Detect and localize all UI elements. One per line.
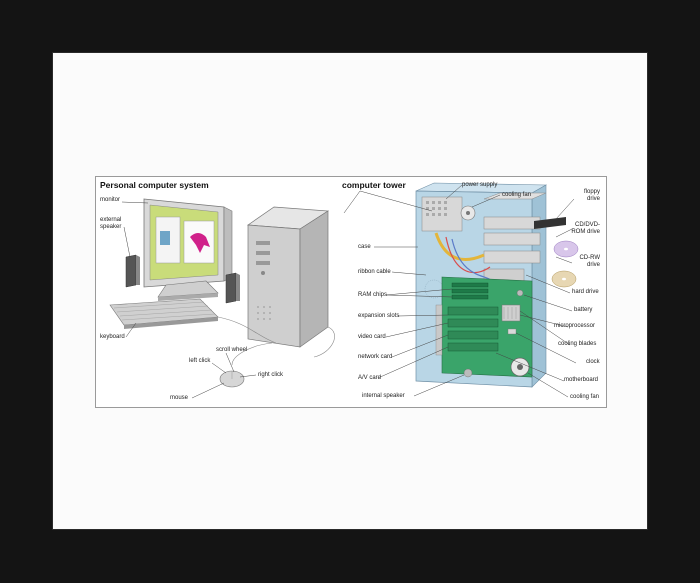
- label-cooling-fan-top: cooling fan: [502, 192, 532, 198]
- label-cooling-fan-bottom: cooling fan: [570, 394, 600, 400]
- label-cd-rw-drive: CD-RW drive: [579, 255, 600, 268]
- label-scroll-wheel: scroll wheel: [216, 347, 248, 353]
- speaker-left-icon: [125, 254, 140, 288]
- label-battery: battery: [574, 307, 593, 313]
- label-external-speaker: external speaker: [100, 217, 122, 230]
- label-expansion-slots: expansion slots: [358, 313, 400, 319]
- label-cooling-blades: cooling blades: [558, 341, 597, 347]
- label-video-card: video card: [358, 334, 386, 340]
- label-ram-chips: RAM chips: [358, 292, 388, 298]
- label-network-card: network card: [358, 354, 393, 360]
- label-right-click: right click: [258, 372, 284, 378]
- label-case: case: [358, 244, 371, 250]
- label-internal-speaker: internal speaker: [362, 393, 405, 399]
- tower-interior-icon: [415, 182, 579, 388]
- label-mouse: mouse: [170, 395, 189, 401]
- monitor-icon: [143, 198, 233, 301]
- diagram-illustration: [109, 182, 579, 399]
- label-microprocessor: microprocessor: [554, 323, 596, 329]
- right-diagram-title: computer tower: [342, 180, 406, 190]
- label-monitor: monitor: [100, 197, 121, 203]
- cd-disc-icon: [553, 240, 579, 258]
- label-ribbon-cable: ribbon cable: [358, 269, 391, 275]
- computer-diagram: Personal computer system computer tower …: [95, 176, 607, 408]
- label-power-supply: power supply: [462, 182, 498, 188]
- left-diagram-title: Personal computer system: [100, 180, 209, 190]
- label-floppy-drive: floppy drive: [583, 189, 600, 202]
- mouse-icon: [219, 342, 273, 388]
- label-motherboard: motherboard: [564, 377, 599, 383]
- label-cd-dvd-rom-drive: CD/DVD- ROM drive: [571, 222, 600, 235]
- tower-left-icon: [246, 206, 330, 348]
- keyboard-icon: [109, 298, 219, 329]
- label-hard-drive: hard drive: [572, 289, 599, 295]
- label-left-click: left click: [189, 358, 211, 364]
- label-av-card: A/V card: [358, 375, 382, 381]
- label-clock: clock: [586, 359, 600, 365]
- cd-rw-disc-icon: [551, 270, 577, 288]
- speaker-right-icon: [225, 272, 240, 304]
- label-keyboard: keyboard: [100, 334, 125, 340]
